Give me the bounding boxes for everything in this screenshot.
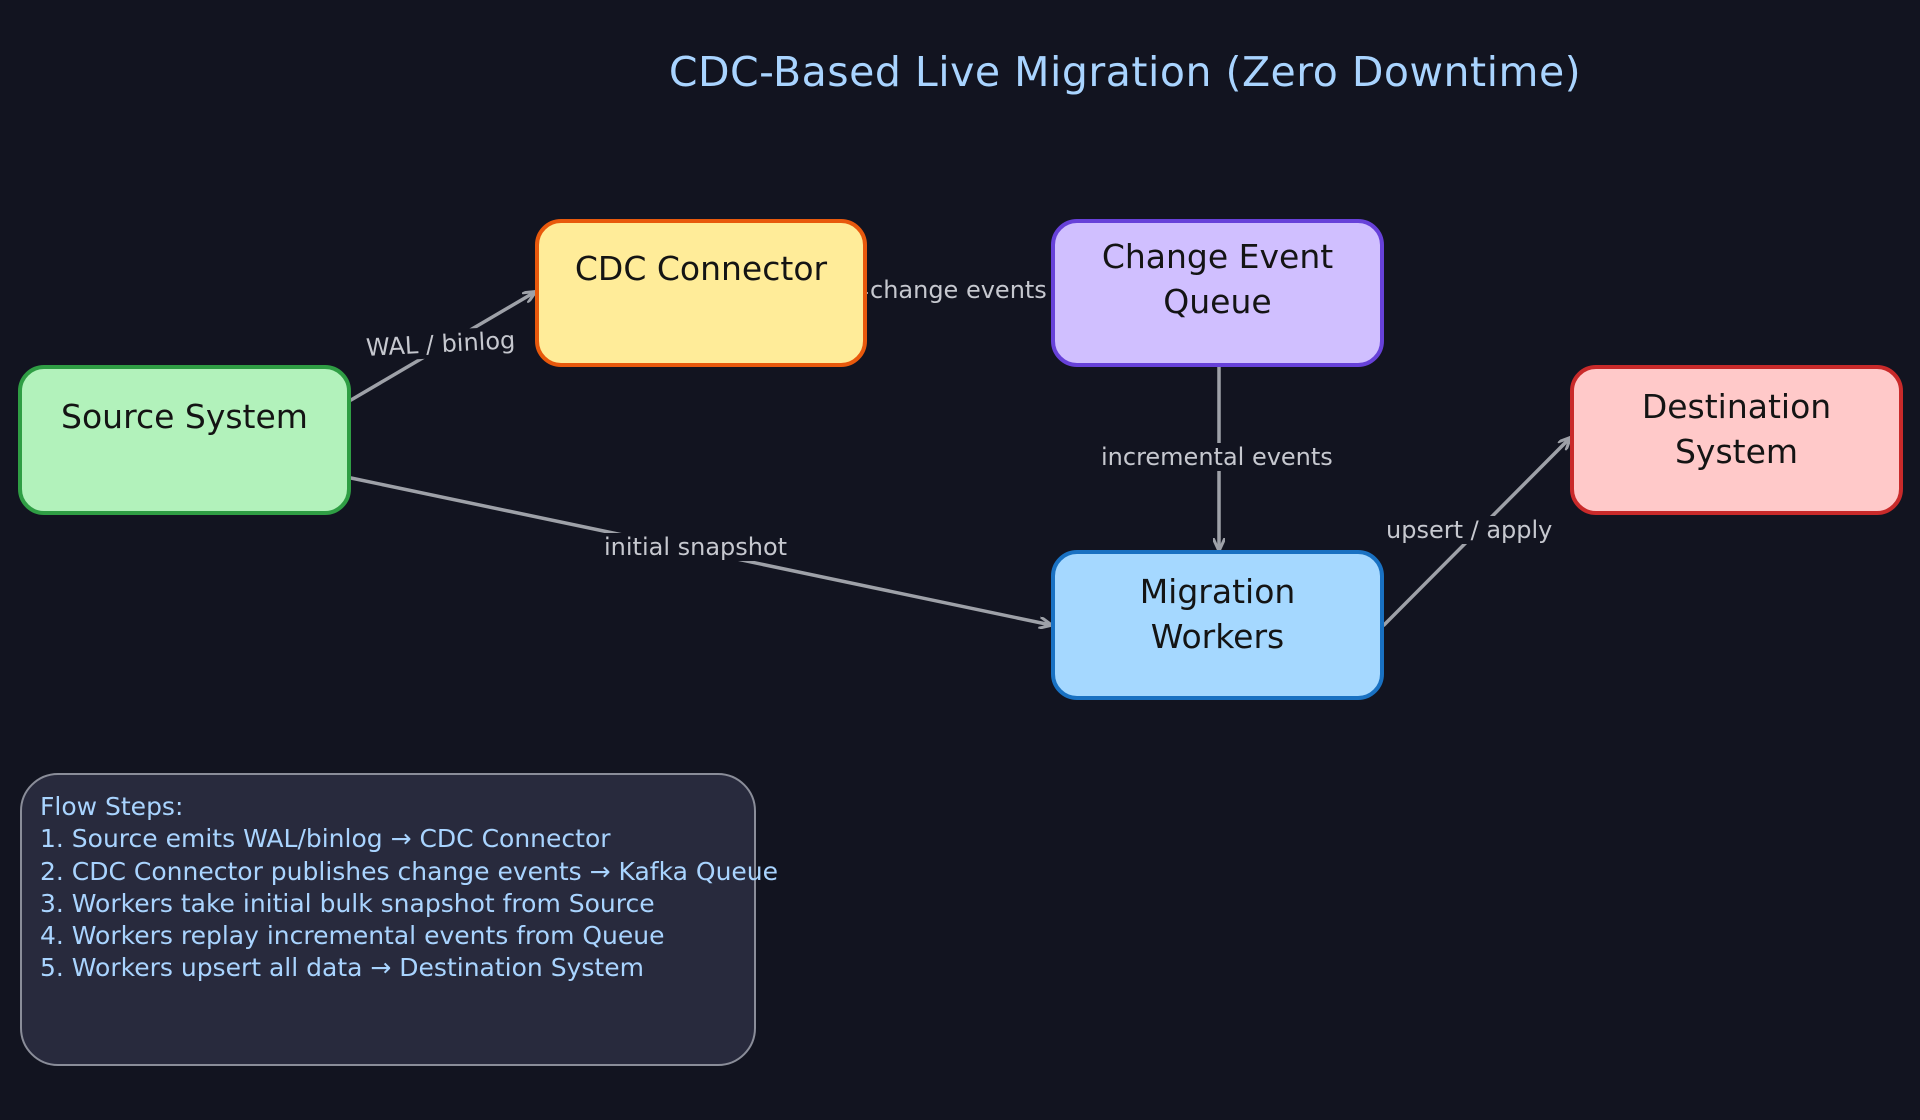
edge-label-upsert-apply: upsert / apply — [1382, 516, 1557, 544]
flow-steps-box: Flow Steps: 1. Source emits WAL/binlog →… — [20, 773, 779, 1066]
source-system-node: Source System — [18, 365, 351, 515]
flow-step-1: 1. Source emits WAL/binlog → CDC Connect… — [40, 824, 611, 854]
change-event-queue-node: Change Event Queue — [1051, 219, 1384, 367]
cdc-connector-node: CDC Connector — [535, 219, 867, 367]
edge-label-initial-snapshot: initial snapshot — [600, 533, 792, 561]
destination-system-node: Destination System — [1570, 365, 1903, 515]
edge-label-change-events: change events — [868, 276, 1049, 304]
flow-step-4: 4. Workers replay incremental events fro… — [40, 921, 665, 951]
diagram-title: CDC-Based Live Migration (Zero Downtime) — [668, 48, 1582, 96]
flow-step-3: 3. Workers take initial bulk snapshot fr… — [40, 888, 655, 918]
flow-steps-heading: Flow Steps: — [40, 792, 184, 821]
migration-workers-node: Migration Workers — [1051, 550, 1384, 700]
flow-step-5: 5. Workers upsert all data → Destination… — [40, 953, 644, 983]
edge-label-incremental-events: incremental events — [1097, 443, 1337, 471]
flow-step-2: 2. CDC Connector publishes change events… — [40, 856, 779, 886]
